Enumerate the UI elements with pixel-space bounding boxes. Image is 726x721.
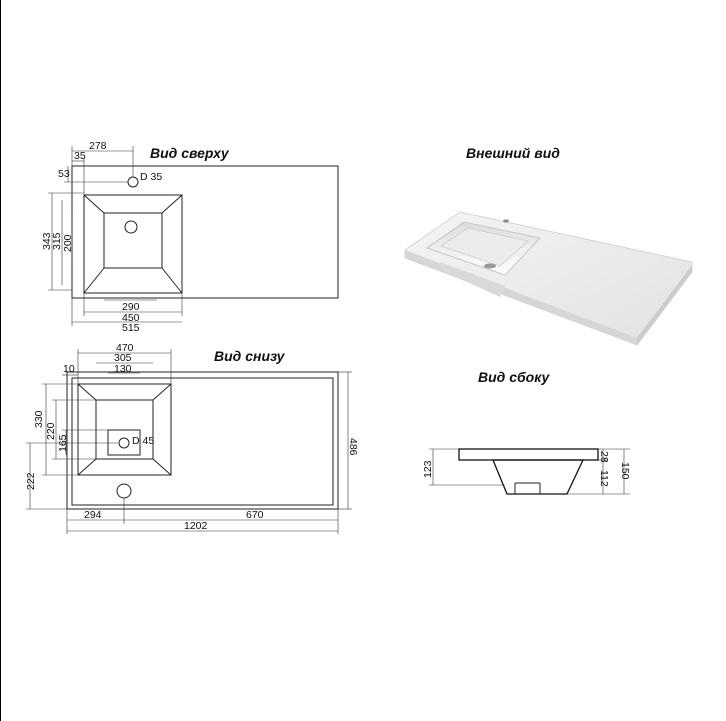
bottom-countertop-outline [66, 371, 339, 510]
bottom-basin-outer [77, 383, 172, 476]
dim-123: 123 [422, 460, 434, 478]
dim-150: 150 [619, 462, 631, 480]
title-exterior-view: Внешний вид [466, 145, 560, 161]
dim-200: 200 [62, 234, 74, 252]
bottom-faucet-hole-icon [116, 483, 132, 499]
bottom-drain-pad [107, 429, 141, 456]
side-countertop [458, 448, 599, 461]
dim-486: 486 [347, 438, 359, 456]
dim-305: 305 [114, 352, 132, 364]
dim-470: 470 [116, 342, 134, 354]
bottom-drain-icon [118, 437, 130, 449]
dim-35: 35 [74, 150, 86, 162]
dim-515: 515 [122, 322, 140, 334]
bottom-view: 470 305 130 10 330 220 165 222 D 45 [25, 342, 359, 534]
dim-315: 315 [51, 232, 63, 250]
dim-278: 278 [89, 140, 107, 152]
dim-670: 670 [246, 509, 264, 521]
dim-220: 220 [45, 422, 57, 440]
exterior-drain-icon [484, 263, 496, 269]
dim-294: 294 [84, 509, 102, 521]
dim-330: 330 [33, 410, 45, 428]
dim-10: 10 [63, 363, 75, 375]
top-basin-outer [83, 194, 183, 294]
top-drain-icon [124, 220, 138, 234]
exterior-faucet-hole-icon [503, 219, 509, 223]
dim-450: 450 [122, 312, 140, 324]
dim-53: 53 [58, 168, 70, 180]
side-basin [492, 459, 585, 495]
title-top-view: Вид сверху [150, 145, 230, 161]
side-view: 123 28 112 150 [422, 448, 631, 495]
top-view: 278 35 53 D 35 343 315 200 290 450 515 [41, 140, 339, 334]
hole-d35-label: D 35 [140, 171, 162, 183]
dim-28: 28 [598, 451, 610, 463]
dim-290: 290 [122, 301, 140, 313]
top-faucet-hole-icon [127, 176, 139, 188]
dim-130: 130 [114, 363, 132, 375]
bottom-basin-inner [95, 399, 154, 460]
dim-343: 343 [41, 232, 53, 250]
top-basin-inner [103, 212, 163, 269]
exterior-view [404, 211, 693, 346]
dim-1202: 1202 [184, 520, 208, 532]
bottom-inner-rim [71, 377, 334, 506]
hole-d45-label: D 45 [132, 435, 154, 447]
title-bottom-view: Вид снизу [214, 348, 286, 364]
dim-222: 222 [25, 472, 37, 490]
title-side-view: Вид сбоку [478, 369, 550, 385]
dim-112: 112 [598, 470, 610, 487]
top-countertop-outline [71, 165, 339, 299]
